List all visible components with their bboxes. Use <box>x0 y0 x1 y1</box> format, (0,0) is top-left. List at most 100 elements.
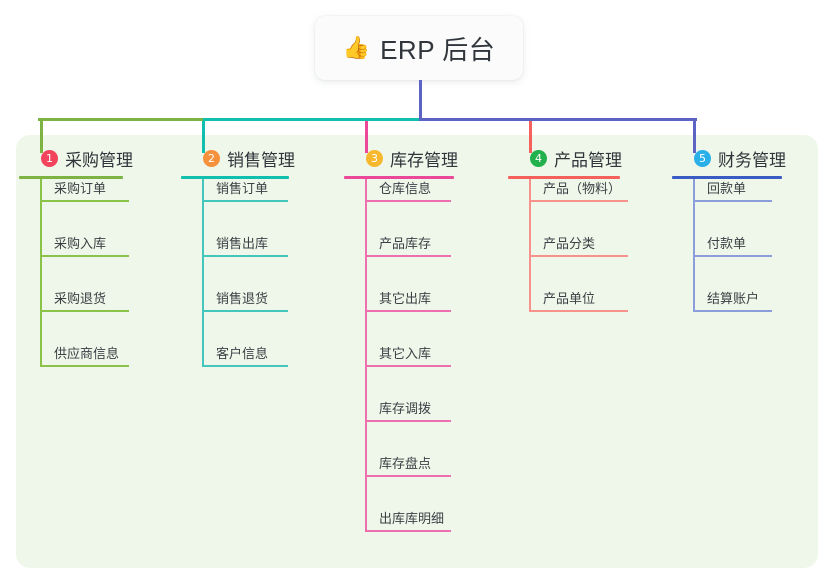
leaf-underline <box>41 365 129 367</box>
leaf-item[interactable]: 销售退货 <box>203 286 288 312</box>
column-header-5[interactable]: 5 财务管理 <box>672 145 786 171</box>
leaf-label: 产品（物料） <box>543 181 622 196</box>
drop-line-1 <box>40 121 43 153</box>
column-title-5: 财务管理 <box>718 150 786 170</box>
leaf-item[interactable]: 产品分类 <box>530 231 628 257</box>
leaf-label: 客户信息 <box>216 346 269 361</box>
leaf-underline <box>366 530 451 532</box>
leaf-item[interactable]: 其它出库 <box>366 286 451 312</box>
drop-line-3 <box>365 121 368 153</box>
leaf-label: 采购退货 <box>54 291 107 306</box>
column-title-1: 采购管理 <box>65 150 133 170</box>
leaf-item[interactable]: 采购订单 <box>41 176 129 202</box>
root-node-erp-backend[interactable]: 👍 ERP 后台 <box>315 16 523 80</box>
leaf-item[interactable]: 产品单位 <box>530 286 628 312</box>
column-underline-3 <box>344 176 454 179</box>
leaf-underline <box>366 420 451 422</box>
leaf-underline <box>366 475 451 477</box>
leaf-label: 产品单位 <box>543 291 596 306</box>
drop-line-5 <box>693 121 696 153</box>
leaf-label: 采购入库 <box>54 236 107 251</box>
leaf-label: 销售退货 <box>216 291 269 306</box>
column-4: 4 产品管理 <box>508 145 622 179</box>
leaf-label: 销售订单 <box>216 181 269 196</box>
column-title-4: 产品管理 <box>554 150 622 170</box>
leaf-item[interactable]: 产品库存 <box>366 231 451 257</box>
column-underline-2 <box>181 176 289 179</box>
leaf-item[interactable]: 供应商信息 <box>41 341 129 367</box>
column-badge-4: 4 <box>530 149 547 167</box>
leaf-item[interactable]: 付款单 <box>694 231 772 257</box>
leaf-item[interactable]: 客户信息 <box>203 341 288 367</box>
leaf-underline <box>530 255 628 257</box>
leaf-item[interactable]: 仓库信息 <box>366 176 451 202</box>
column-title-3: 库存管理 <box>390 150 458 170</box>
leaf-item[interactable]: 出库库明细 <box>366 506 451 532</box>
thumbs-up-icon: 👍 <box>342 35 371 60</box>
column-header-2[interactable]: 2 销售管理 <box>181 145 295 171</box>
drop-line-4 <box>529 121 532 153</box>
leaf-item[interactable]: 采购退货 <box>41 286 129 312</box>
column-header-3[interactable]: 3 库存管理 <box>344 145 458 171</box>
leaf-underline <box>203 255 288 257</box>
column-spine-1 <box>40 176 42 367</box>
leaf-item[interactable]: 回款单 <box>694 176 772 202</box>
leaf-underline <box>366 200 451 202</box>
column-spine-4 <box>529 176 531 312</box>
leaf-item[interactable]: 库存盘点 <box>366 451 451 477</box>
bus-segment-green <box>38 118 203 121</box>
drop-line-2 <box>202 121 205 153</box>
column-badge-5: 5 <box>694 149 711 167</box>
leaf-underline <box>366 365 451 367</box>
leaf-label: 其它出库 <box>379 291 432 306</box>
leaf-label: 付款单 <box>707 236 747 251</box>
leaf-item[interactable]: 采购入库 <box>41 231 129 257</box>
leaf-label: 回款单 <box>707 181 747 196</box>
leaf-label: 库存盘点 <box>379 456 432 471</box>
leaf-underline <box>41 255 129 257</box>
bus-segment-blue <box>419 118 697 121</box>
column-underline-5 <box>672 176 782 179</box>
leaf-label: 销售出库 <box>216 236 269 251</box>
column-badge-3: 3 <box>366 149 383 167</box>
column-header-4[interactable]: 4 产品管理 <box>508 145 622 171</box>
column-underline-4 <box>508 176 620 179</box>
leaf-underline <box>694 255 772 257</box>
root-title: ERP 后台 <box>380 34 496 65</box>
leaf-label: 产品库存 <box>379 236 432 251</box>
leaf-label: 产品分类 <box>543 236 596 251</box>
leaf-underline <box>694 310 772 312</box>
column-badge-2: 2 <box>203 149 220 167</box>
column-spine-5 <box>693 176 695 312</box>
leaf-underline <box>203 365 288 367</box>
leaf-underline <box>694 200 772 202</box>
leaf-item[interactable]: 产品（物料） <box>530 176 628 202</box>
column-2: 2 销售管理 <box>181 145 295 179</box>
leaf-label: 采购订单 <box>54 181 107 196</box>
column-spine-3 <box>365 176 367 532</box>
column-5: 5 财务管理 <box>672 145 786 179</box>
leaf-label: 仓库信息 <box>379 181 432 196</box>
leaf-item[interactable]: 销售订单 <box>203 176 288 202</box>
leaf-underline <box>530 200 628 202</box>
leaf-underline <box>366 310 451 312</box>
leaf-item[interactable]: 库存调拨 <box>366 396 451 422</box>
leaf-underline <box>203 310 288 312</box>
column-spine-2 <box>202 176 204 367</box>
leaf-item[interactable]: 结算账户 <box>694 286 772 312</box>
leaf-item[interactable]: 销售出库 <box>203 231 288 257</box>
column-underline-1 <box>19 176 123 179</box>
root-stem <box>419 80 422 121</box>
leaf-underline <box>41 200 129 202</box>
diagram-panel <box>16 135 818 568</box>
column-title-2: 销售管理 <box>227 150 295 170</box>
leaf-label: 供应商信息 <box>54 346 120 361</box>
leaf-label: 库存调拨 <box>379 401 432 416</box>
leaf-item[interactable]: 其它入库 <box>366 341 451 367</box>
leaf-label: 出库库明细 <box>379 511 445 526</box>
leaf-underline <box>203 200 288 202</box>
leaf-underline <box>366 255 451 257</box>
